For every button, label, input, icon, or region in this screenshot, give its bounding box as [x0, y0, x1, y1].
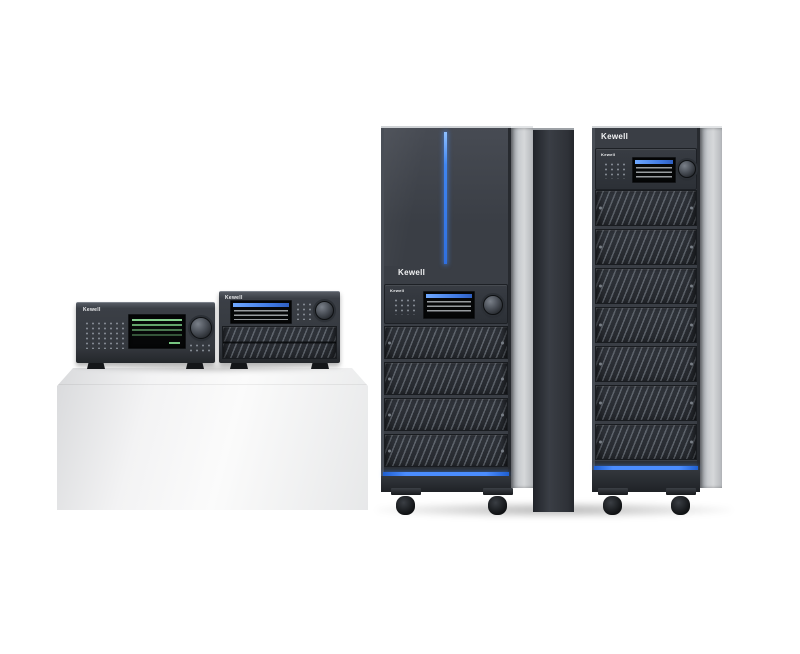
control-module: Kewell: [595, 148, 697, 190]
vent-grille-module: [384, 326, 508, 359]
button-row: [188, 343, 212, 352]
brand-logo: Kewell: [225, 295, 243, 301]
display-pedestal: [57, 368, 368, 510]
rack-side-panel: [700, 126, 722, 488]
button-grid: [393, 298, 417, 315]
vent-grille-module: [595, 190, 697, 226]
vent-grille: [222, 326, 337, 359]
caster-wheel: [389, 488, 423, 516]
vent-grille-module: [595, 385, 697, 421]
rack-front-panel: Kewell Kewell: [592, 126, 700, 492]
control-module: Kewell: [384, 284, 508, 324]
brand-logo: Kewell: [83, 307, 101, 313]
caster-wheel: [481, 488, 515, 516]
control-knob: [190, 317, 212, 339]
surface-shadow: [68, 364, 354, 373]
brand-logo: Kewell: [398, 268, 426, 277]
grille-stack: [595, 190, 697, 463]
display-screen: [128, 314, 186, 349]
grille-stack: [384, 326, 508, 470]
unit-foot: [87, 363, 105, 369]
button-grid: [603, 162, 625, 179]
blue-led-seam: [444, 132, 447, 264]
caster-tyre: [671, 496, 690, 515]
rack-door-panel: [384, 128, 508, 266]
caster-wheel: [596, 488, 630, 516]
display-screen: [230, 300, 292, 324]
caster-plate: [483, 488, 513, 495]
button-grid: [295, 302, 311, 320]
lower-panel: [595, 461, 697, 466]
rack-side-column: [533, 128, 574, 512]
vent-grille-module: [595, 307, 697, 343]
vent-grille-module: [384, 434, 508, 467]
benchtop-unit-large: Kewell: [219, 291, 340, 369]
vent-grille-module: [595, 268, 697, 304]
caster-wheel: [664, 488, 698, 516]
display-screen: [423, 291, 475, 319]
control-knob: [483, 295, 503, 315]
blue-accent-line: [383, 472, 509, 476]
vent-grille-module: [384, 398, 508, 431]
lower-panel: [384, 467, 508, 472]
rack-front-panel: Kewell Kewell: [381, 126, 511, 492]
vent-grille-module: [595, 424, 697, 460]
caster-tyre: [603, 496, 622, 515]
unit-foot: [230, 363, 248, 369]
unit-foot: [186, 363, 204, 369]
brand-logo: Kewell: [601, 132, 629, 141]
brand-logo: Kewell: [390, 288, 405, 293]
caster-plate: [598, 488, 628, 495]
vent-grille-module: [595, 229, 697, 265]
control-knob: [315, 301, 334, 320]
unit-foot: [311, 363, 329, 369]
brand-logo: Kewell: [601, 152, 616, 157]
display-screen: [632, 157, 676, 183]
button-grid: [84, 321, 124, 349]
caster-tyre: [488, 496, 507, 515]
caster-tyre: [396, 496, 415, 515]
vent-grille-module: [384, 362, 508, 395]
base-panel: [592, 470, 700, 492]
rack-cabinet-medium: Kewell Kewell: [381, 126, 533, 516]
rack-cabinet-tall: Kewell Kewell: [592, 126, 722, 516]
benchtop-unit-small: Kewell: [76, 302, 215, 369]
control-knob: [678, 160, 696, 178]
caster-plate: [391, 488, 421, 495]
caster-plate: [666, 488, 696, 495]
vent-grille-module: [595, 346, 697, 382]
blue-accent-line: [594, 466, 698, 470]
rack-side-panel: [511, 126, 533, 488]
